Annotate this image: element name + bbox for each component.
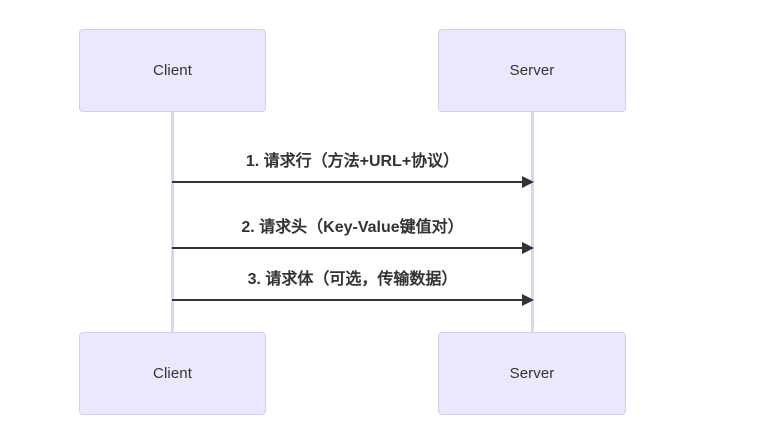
lifeline-server: [531, 112, 534, 332]
participant-label-client-bottom: Client: [153, 365, 192, 382]
message-2-line: [172, 247, 525, 249]
participant-box-server-top[interactable]: Server: [438, 29, 626, 112]
participant-box-server-bottom[interactable]: Server: [438, 332, 626, 415]
message-2-label: 2. 请求头（Key-Value键值对）: [241, 219, 464, 236]
participant-label-server-bottom: Server: [509, 365, 555, 382]
arrow-head-icon: [522, 294, 534, 306]
participant-box-client-bottom[interactable]: Client: [79, 332, 266, 415]
participant-label-server-top: Server: [509, 62, 555, 79]
message-3-label: 3. 请求体（可选，传输数据）: [247, 271, 458, 288]
message-1-line: [172, 181, 525, 183]
message-1-label: 1. 请求行（方法+URL+协议）: [245, 153, 460, 170]
participant-box-client-top[interactable]: Client: [79, 29, 266, 112]
participant-label-client-top: Client: [153, 62, 192, 79]
arrow-head-icon: [522, 176, 534, 188]
arrow-head-icon: [522, 242, 534, 254]
message-3-line: [172, 299, 525, 301]
lifeline-client: [171, 112, 174, 332]
